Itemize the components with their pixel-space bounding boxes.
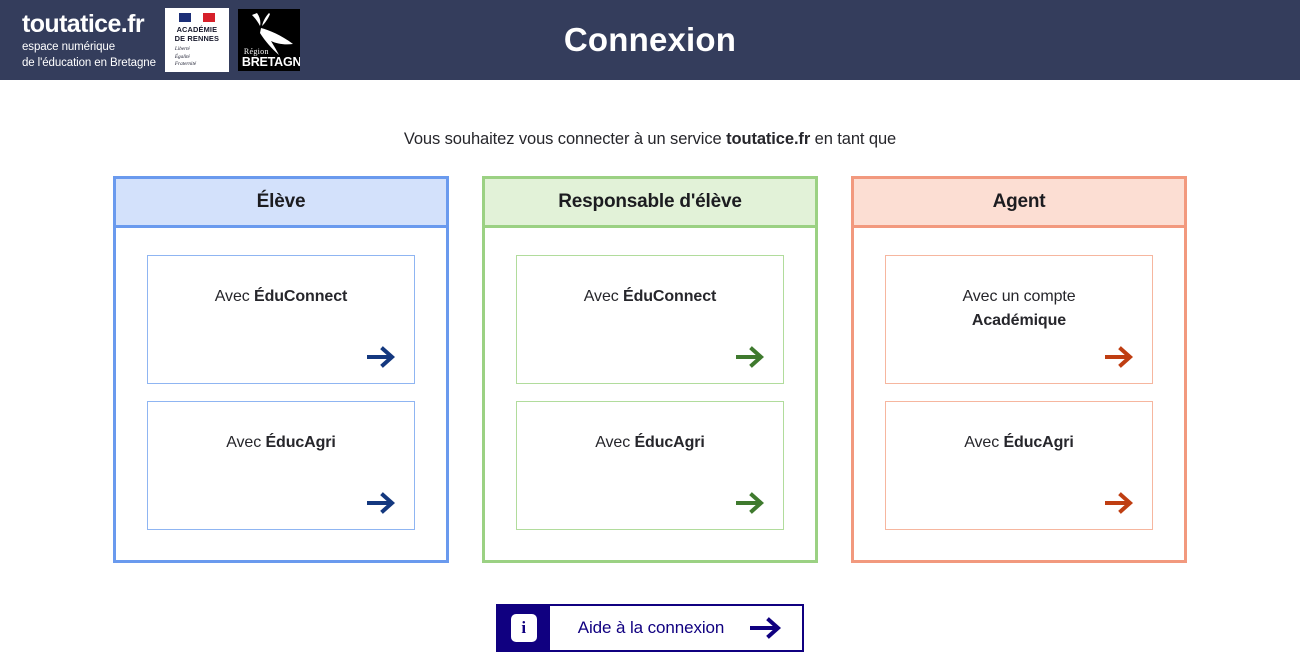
option-prefix: Avec un compte <box>962 288 1076 305</box>
republic-motto: Liberté Égalité Fraternité <box>168 46 226 69</box>
option-eleve-educonnect[interactable]: Avec ÉduConnect <box>147 255 415 384</box>
academie-line2: DE RENNES <box>174 34 220 44</box>
option-strong: ÉduConnect <box>623 288 717 305</box>
arrow-right-icon <box>1105 492 1134 514</box>
academie-de-rennes-logo: ACADÉMIE DE RENNES Liberté Égalité Frate… <box>164 8 229 72</box>
intro-suffix: en tant que <box>810 130 897 148</box>
arrow-right-icon <box>736 492 765 514</box>
arrow-right-icon <box>736 346 765 368</box>
motto-liberte: Liberté <box>174 46 190 53</box>
arrow-right-icon <box>367 492 396 514</box>
option-prefix: Avec <box>595 434 635 451</box>
brand-tagline-line1: espace numérique <box>22 41 116 54</box>
french-flag-icon <box>178 13 215 22</box>
card-agent: Agent Avec un compte Académique Avec Édu… <box>851 176 1187 563</box>
arrow-right-icon <box>750 617 782 639</box>
info-icon-box: i <box>497 606 550 650</box>
card-eleve-title: Élève <box>116 179 446 228</box>
option-strong: ÉduConnect <box>254 288 348 305</box>
option-label: Avec ÉduConnect <box>148 285 414 309</box>
motto-fraternite: Fraternité <box>174 61 197 68</box>
option-label: Avec ÉducAgri <box>886 431 1152 455</box>
option-prefix: Avec <box>226 434 266 451</box>
option-prefix: Avec <box>964 434 1004 451</box>
card-eleve: Élève Avec ÉduConnect Avec ÉducAgri <box>113 176 449 563</box>
brand-name: toutatice.fr <box>22 10 145 39</box>
card-responsable-title: Responsable d'élève <box>485 179 815 228</box>
aide-connexion-label: Aide à la connexion <box>577 618 725 637</box>
card-eleve-body: Avec ÉduConnect Avec ÉducAgri <box>116 228 446 560</box>
hermine-icon <box>251 13 293 55</box>
option-strong: ÉducAgri <box>1003 434 1074 451</box>
option-label: Avec ÉducAgri <box>148 431 414 455</box>
option-agent-academique[interactable]: Avec un compte Académique <box>885 255 1153 384</box>
option-agent-educagri[interactable]: Avec ÉducAgri <box>885 401 1153 530</box>
region-bretagne-logo: Région BRETAGNE <box>237 9 300 71</box>
arrow-right-icon <box>367 346 396 368</box>
option-strong: ÉducAgri <box>634 434 705 451</box>
option-strong: ÉducAgri <box>265 434 336 451</box>
card-responsable-eleve: Responsable d'élève Avec ÉduConnect Avec… <box>482 176 818 563</box>
option-responsable-educonnect[interactable]: Avec ÉduConnect <box>516 255 784 384</box>
option-eleve-educagri[interactable]: Avec ÉducAgri <box>147 401 415 530</box>
card-responsable-body: Avec ÉduConnect Avec ÉducAgri <box>485 228 815 560</box>
academie-line1: ACADÉMIE <box>176 24 218 34</box>
card-agent-title: Agent <box>854 179 1184 228</box>
help-arrow-wrap <box>750 606 802 650</box>
card-agent-body: Avec un compte Académique Avec ÉducAgri <box>854 228 1184 560</box>
aide-connexion-button[interactable]: i Aide à la connexion <box>495 604 805 652</box>
option-prefix: Avec <box>583 288 623 305</box>
page-title: Connexion <box>563 21 737 58</box>
option-label: Avec ÉduConnect <box>517 285 783 309</box>
help-section: i Aide à la connexion <box>0 604 1300 652</box>
page-header: toutatice.fr espace numérique de l'éduca… <box>0 0 1300 80</box>
option-prefix: Avec <box>214 288 254 305</box>
connection-options: Élève Avec ÉduConnect Avec ÉducAgri <box>0 176 1300 563</box>
intro-prefix: Vous souhaitez vous connecter à un servi… <box>403 130 727 148</box>
arrow-right-icon <box>1105 346 1134 368</box>
info-icon: i <box>510 614 537 642</box>
option-label: Avec un compte Académique <box>886 285 1152 333</box>
option-label: Avec ÉducAgri <box>517 431 783 455</box>
brand-zone: toutatice.fr espace numérique de l'éduca… <box>0 0 300 80</box>
intro-text: Vous souhaitez vous connecter à un servi… <box>0 130 1300 149</box>
motto-egalite: Égalité <box>174 53 190 60</box>
bretagne-region-word: Région <box>243 47 269 56</box>
intro-service-name: toutatice.fr <box>726 130 811 148</box>
option-responsable-educagri[interactable]: Avec ÉducAgri <box>516 401 784 530</box>
brand-tagline-line2: de l'éducation en Bretagne <box>22 56 156 69</box>
toutatice-logo[interactable]: toutatice.fr espace numérique de l'éduca… <box>22 9 156 71</box>
bretagne-name-word: BRETAGNE <box>241 55 300 69</box>
option-strong: Académique <box>971 312 1067 329</box>
